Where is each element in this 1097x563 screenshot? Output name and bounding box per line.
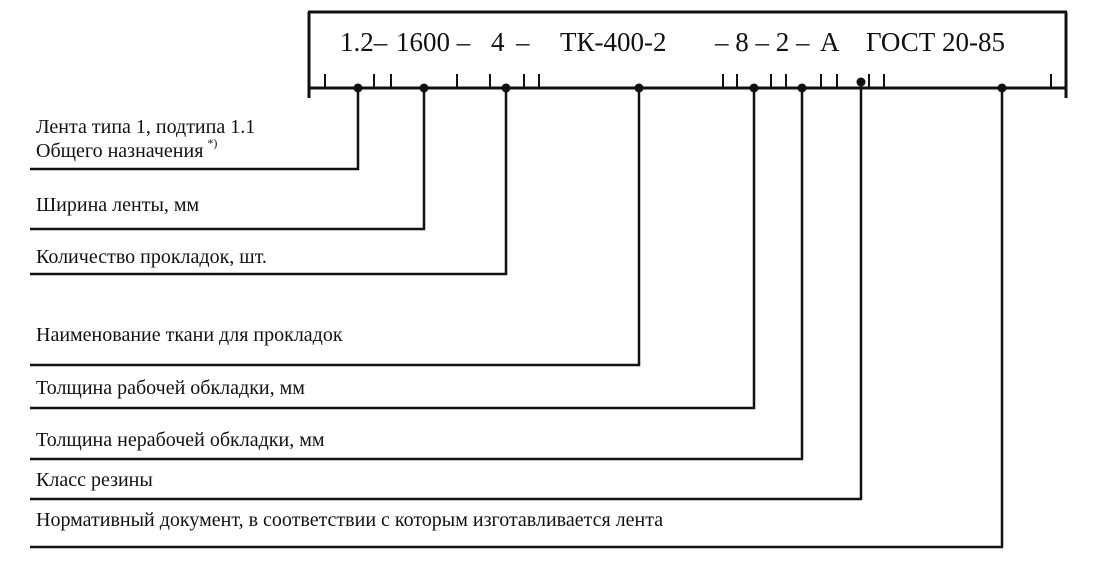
leader-plies xyxy=(30,88,508,276)
code-standard: ГОСТ 20-85 xyxy=(866,27,1006,57)
dot-top-cover xyxy=(749,83,759,93)
code-cover-thicknesses: – 8 – 2 – xyxy=(715,27,810,57)
code-plies: 4 xyxy=(491,27,505,57)
footnote-mark: *) xyxy=(207,136,218,151)
leader-fabric xyxy=(30,88,641,367)
leader-bottom-cover xyxy=(30,88,804,461)
leader-width xyxy=(30,88,426,231)
dot-rubber-class xyxy=(856,77,866,87)
label-type-line2: Общего назначения*) xyxy=(36,136,218,163)
label-type-line2-text: Общего назначения xyxy=(36,140,204,162)
code-rubber-class: А xyxy=(820,27,840,57)
code-dash: – xyxy=(516,27,530,57)
label-rubber-class: Класс резины xyxy=(36,469,153,491)
label-top-cover: Толщина рабочей обкладки, мм xyxy=(36,377,305,399)
code-fabric: ТК-400-2 xyxy=(560,27,667,57)
label-width: Ширина ленты, мм xyxy=(36,194,200,216)
leader-rubber-class xyxy=(30,82,863,501)
dot-standard xyxy=(997,83,1007,93)
dot-bottom-cover xyxy=(797,83,807,93)
label-fabric: Наименование ткани для прокладок xyxy=(36,324,343,346)
label-plies: Количество прокладок, шт. xyxy=(36,246,267,268)
leader-standard xyxy=(30,88,1004,549)
label-standard: Нормативный документ, в соответствии с к… xyxy=(36,509,664,531)
code-width: 1600 – xyxy=(396,27,471,57)
leader-top-cover xyxy=(30,88,756,410)
leader-type xyxy=(30,88,360,171)
dot-fabric xyxy=(634,83,644,93)
code-type-subtype: 1.2– xyxy=(340,27,388,57)
baseline-ticks xyxy=(324,74,1052,88)
dot-type xyxy=(353,83,363,93)
label-bottom-cover: Толщина нерабочей обкладки, мм xyxy=(36,429,325,451)
dot-width xyxy=(419,83,429,93)
label-type-line1: Лента типа 1, подтипа 1.1 xyxy=(36,116,256,138)
dot-plies xyxy=(501,83,511,93)
